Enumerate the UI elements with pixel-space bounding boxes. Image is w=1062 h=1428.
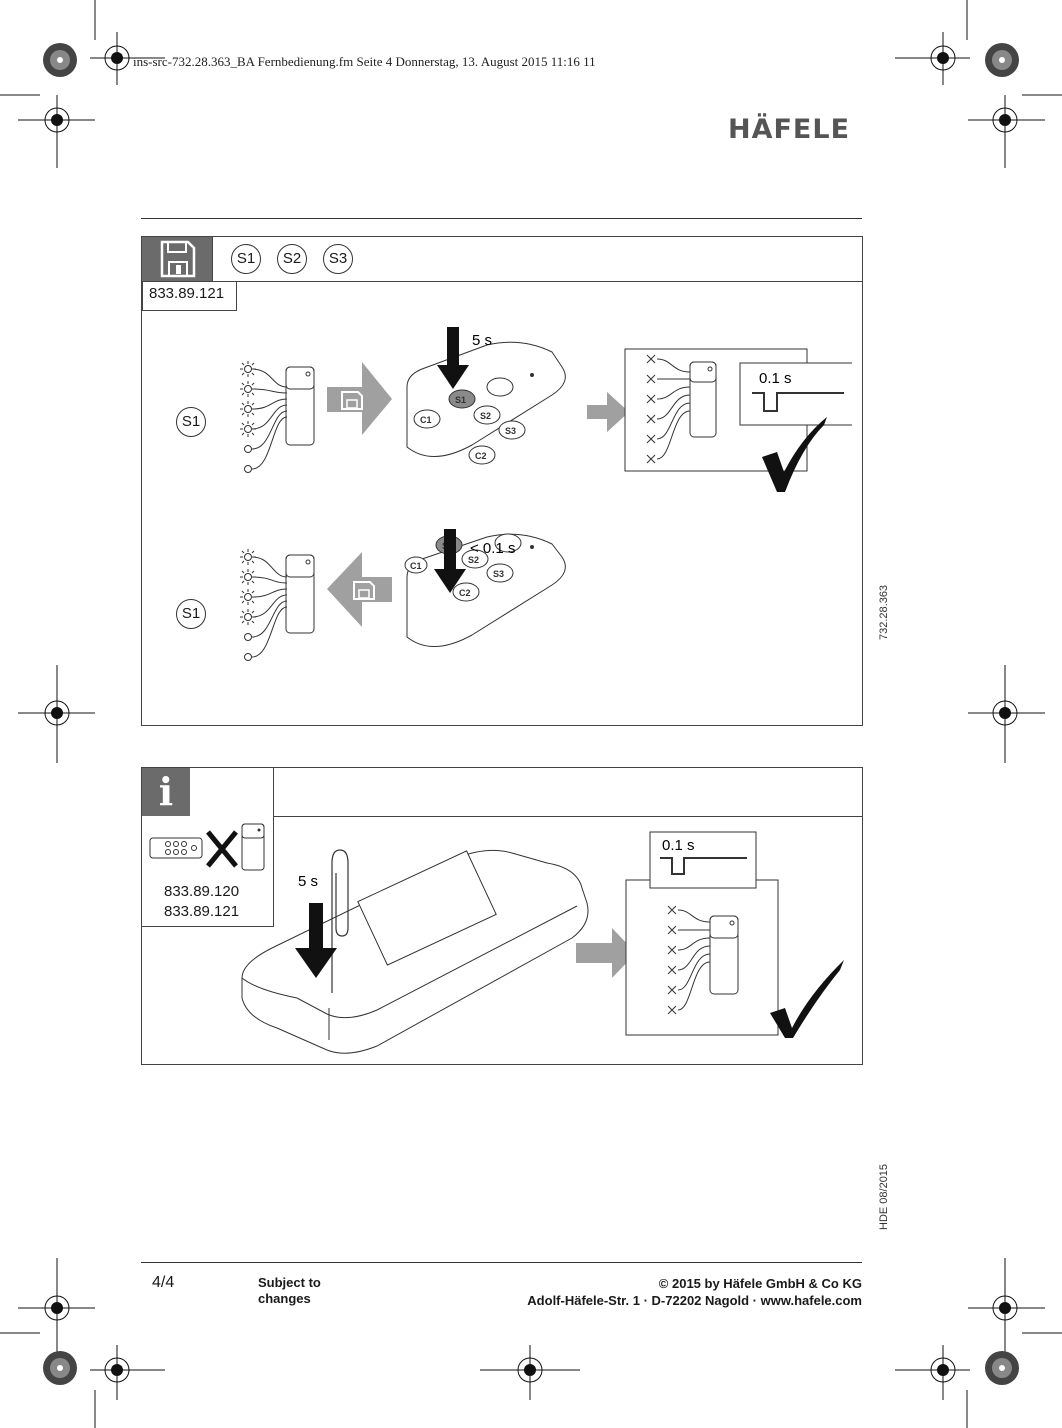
reset-pulse-time: 0.1 s: [662, 837, 695, 854]
reset-result-arrow: [576, 928, 636, 978]
result-arrow: [587, 392, 629, 432]
edition-sideline: HDE 08/2015: [866, 1150, 906, 1240]
file-slug: ins-src-732.28.363_BA Fernbedienung.fm S…: [133, 54, 596, 69]
info-side-box: i 833.89.120 833.89.121: [142, 768, 274, 927]
reset-off-led-icons: [667, 905, 739, 1015]
badge-s2: S2: [277, 244, 307, 274]
code-1: 833.89.120: [164, 883, 240, 900]
row2-press-arrow: < 0.1 s: [434, 529, 515, 593]
no-pairing-icon: [149, 823, 265, 871]
code-2: 833.89.121: [164, 903, 240, 920]
checkmark-icon: [762, 417, 827, 492]
header-rule: [141, 218, 862, 219]
edition: HDE 08/2015: [878, 1163, 890, 1230]
panel-header-divider: [142, 281, 862, 282]
paperclip-icon: [331, 849, 349, 993]
address: Adolf-Häfele-Str. 1 · D-72202 Nagold · w…: [527, 1293, 862, 1308]
reset-pulse-waveform: [660, 857, 747, 875]
key-s2-row2: S2: [468, 555, 479, 565]
key-c2: C2: [475, 451, 487, 461]
subject-line-1: Subject to: [258, 1275, 321, 1290]
key-s3-row2: S3: [493, 569, 504, 579]
row1-scene-badge: S1: [176, 407, 206, 437]
recall-arrow: [327, 552, 392, 627]
key-c1-row2: C1: [410, 561, 422, 571]
row1-illustration: S1 S2 S3 C1 C2 5 s 0.1 s: [240, 327, 852, 492]
reset-illustration: 5 s: [241, 849, 589, 1054]
footer-rule: [141, 1262, 862, 1263]
row2-scene-badge: S1: [176, 599, 206, 629]
press-arrow: [437, 327, 469, 389]
save-icon-tile: [142, 237, 213, 281]
info-icon: i: [142, 768, 190, 816]
save-scene-panel: S1 S2 S3 833.89.121 S1: [141, 236, 863, 726]
floppy-disk-icon: [160, 240, 196, 278]
badge-s3: S3: [323, 244, 353, 274]
hafele-logo: HÄFELE: [728, 114, 851, 145]
reset-panel: i 833.89.120 833.89.121 5 s: [141, 767, 863, 1065]
remote-control-icon: S1 S2 S3 C1 C2: [406, 341, 566, 465]
save-arrow: [327, 362, 392, 435]
doc-number: 732.28.363: [878, 584, 890, 640]
key-s1: S1: [455, 395, 466, 405]
row1-press-time: 5 s: [472, 332, 492, 349]
reset-press-arrow: [295, 903, 337, 978]
row2-press-time: < 0.1 s: [470, 540, 515, 557]
copyright: © 2015 by Häfele GmbH & Co KG: [658, 1276, 862, 1291]
page-number: 4/4: [152, 1274, 175, 1291]
row1-pulse-time: 0.1 s: [759, 370, 792, 387]
key-c2-row2: C2: [459, 588, 471, 598]
remote-back-icon: [241, 849, 589, 1054]
reset-press-time: 5 s: [298, 873, 318, 890]
subject-to-changes: Subject to changes: [258, 1275, 321, 1307]
key-c1: C1: [420, 415, 432, 425]
reset-result: 0.1 s: [576, 831, 844, 1038]
blinking-led-icons-row2: [240, 549, 315, 661]
key-s2: S2: [480, 411, 491, 421]
pulse-waveform: [752, 392, 844, 412]
copyright-block: © 2015 by Häfele GmbH & Co KG Adolf-Häfe…: [527, 1275, 862, 1309]
doc-number-sideline: 732.28.363: [866, 570, 906, 640]
off-led-icons: [646, 354, 717, 464]
reset-checkmark-icon: [770, 960, 844, 1038]
panel2-header-divider: [273, 816, 862, 817]
reset-pulse-box: [649, 831, 757, 889]
blinking-led-icons: [240, 361, 315, 473]
key-s3: S3: [505, 426, 516, 436]
subject-line-2: changes: [258, 1291, 311, 1306]
badge-s1: S1: [231, 244, 261, 274]
article-code: 833.89.121: [142, 281, 237, 311]
